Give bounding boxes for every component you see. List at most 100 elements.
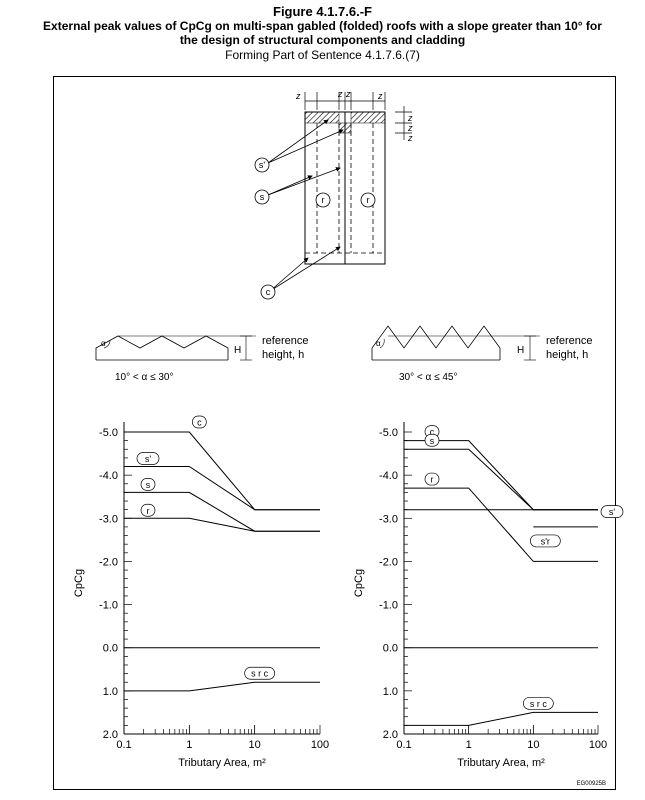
plan-dashed-zones	[305, 123, 385, 254]
series-label-badge	[244, 666, 276, 680]
plan-hatch-right	[350, 111, 386, 124]
dim-label: z	[407, 123, 413, 133]
y-tick-label: -5.0	[379, 427, 398, 439]
figure-subtitle: Forming Part of Sentence 4.1.7.6.(7)	[225, 48, 420, 62]
y-axis-label: CpCg	[73, 569, 85, 597]
series-label: s'r	[541, 536, 550, 546]
series-label-badge	[424, 472, 440, 486]
figure-title-line2: the design of structural components and …	[179, 33, 466, 47]
series-label: c	[197, 418, 202, 428]
alpha-arc	[379, 338, 385, 349]
x-axis-label: Tributary Area, m²	[457, 757, 545, 769]
dim-label: z	[407, 133, 413, 143]
series-label-badge	[191, 415, 207, 429]
y-tick-label: -1.0	[379, 600, 398, 612]
series-label: s'	[145, 454, 152, 464]
figure-number: Figure 4.1.7.6.-F	[273, 4, 372, 19]
slope-range-label: 30° < α ≤ 45°	[399, 372, 457, 383]
series-line	[124, 466, 320, 511]
dim-label: z	[295, 91, 301, 101]
plan-diagram: z z z z z z z s' s r r c	[254, 89, 413, 300]
y-tick-label: -3.0	[379, 513, 398, 525]
series-label: s'	[609, 507, 616, 517]
series-line	[124, 681, 320, 692]
y-tick-label: 2.0	[383, 729, 398, 741]
series-label-badge	[140, 478, 156, 491]
roof-profile-h-dimension	[524, 335, 536, 361]
roof-profile-outline	[371, 325, 501, 360]
series-line	[404, 487, 598, 562]
series-label-badge	[424, 433, 440, 447]
dim-label: z	[407, 113, 413, 123]
figure-title-line1: External peak values of CpCg on multi-sp…	[43, 19, 602, 33]
series-label: c	[430, 427, 435, 437]
roof-profile-h-dimension	[240, 335, 252, 361]
dim-label: z	[377, 91, 383, 101]
series-label-badge	[522, 697, 554, 710]
reference-label-line1: reference	[262, 335, 308, 347]
plan-dimension-lines	[304, 92, 412, 140]
roof-profile-left: H α reference height, h 10° < α ≤ 30°	[95, 335, 308, 383]
y-tick-label: 0.0	[103, 643, 118, 655]
y-tick-label: -4.0	[379, 470, 398, 482]
x-tick-label: 10	[527, 739, 539, 751]
x-tick-label: 1	[186, 739, 192, 751]
roof-profile-outline	[95, 335, 229, 360]
footer-code: EG00925B	[577, 781, 606, 787]
x-tick-label: 100	[311, 739, 329, 751]
plan-leaders	[267, 119, 344, 292]
reference-label-line2: height, h	[546, 349, 588, 361]
y-tick-label: 1.0	[383, 686, 398, 698]
series-label-badge	[140, 503, 156, 517]
zone-label: r	[367, 195, 370, 205]
series-label-badge	[600, 505, 624, 519]
series-line	[124, 517, 320, 532]
x-tick-label: 100	[589, 739, 607, 751]
zone-label: c	[266, 287, 271, 297]
slope-range-label: 10° < α ≤ 30°	[115, 372, 173, 383]
alpha-label: α	[376, 339, 381, 348]
figure-frame	[53, 76, 616, 790]
roof-profile-right: H α reference height, h 30° < α ≤ 45°	[371, 325, 592, 383]
zone-label: r	[322, 195, 325, 205]
dim-label: z	[337, 89, 343, 99]
plan-zone-markers: s' s r r c	[254, 157, 376, 300]
series-label-badge	[136, 452, 160, 465]
series-label: r	[431, 475, 434, 485]
series-label: s	[146, 480, 151, 490]
y-tick-label: -5.0	[99, 427, 118, 439]
y-tick-label: -1.0	[99, 600, 118, 612]
series-line	[124, 431, 320, 511]
series-label: s	[430, 436, 435, 446]
reference-label-line2: height, h	[262, 349, 304, 361]
y-tick-label: -2.0	[99, 556, 118, 568]
y-tick-label: 2.0	[103, 729, 118, 741]
y-tick-label: -4.0	[99, 470, 118, 482]
x-tick-label: 10	[249, 739, 261, 751]
x-tick-label: 0.1	[116, 739, 131, 751]
y-tick-label: -3.0	[99, 513, 118, 525]
series-label-badge	[529, 534, 561, 548]
zone-label: s'	[259, 160, 266, 170]
plan-dim-labels: z z z z z z z	[295, 89, 413, 143]
series-label: s r c	[530, 699, 547, 709]
y-tick-label: 1.0	[103, 686, 118, 698]
series-label: s r c	[251, 669, 268, 679]
x-axis-label: Tributary Area, m²	[178, 757, 266, 769]
x-tick-label: 1	[466, 739, 472, 751]
y-axis-label: CpCg	[353, 569, 365, 597]
series-label: r	[147, 506, 150, 516]
y-tick-label: -2.0	[379, 556, 398, 568]
plan-hatch-left	[304, 111, 340, 124]
zone-label: s	[260, 192, 265, 202]
roof-h-label: H	[234, 345, 241, 356]
x-tick-label: 0.1	[396, 739, 411, 751]
series-line	[404, 711, 598, 726]
plan-hatch-ridge	[338, 122, 352, 134]
roof-h-label: H	[517, 345, 524, 356]
alpha-label: α	[101, 339, 106, 348]
dim-label: z	[345, 89, 351, 99]
chart-left: -5.0 -4.0 -3.0 -2.0 -1.0 0.0 1.0 2.00.1 1 10 100Tr…	[73, 415, 329, 769]
